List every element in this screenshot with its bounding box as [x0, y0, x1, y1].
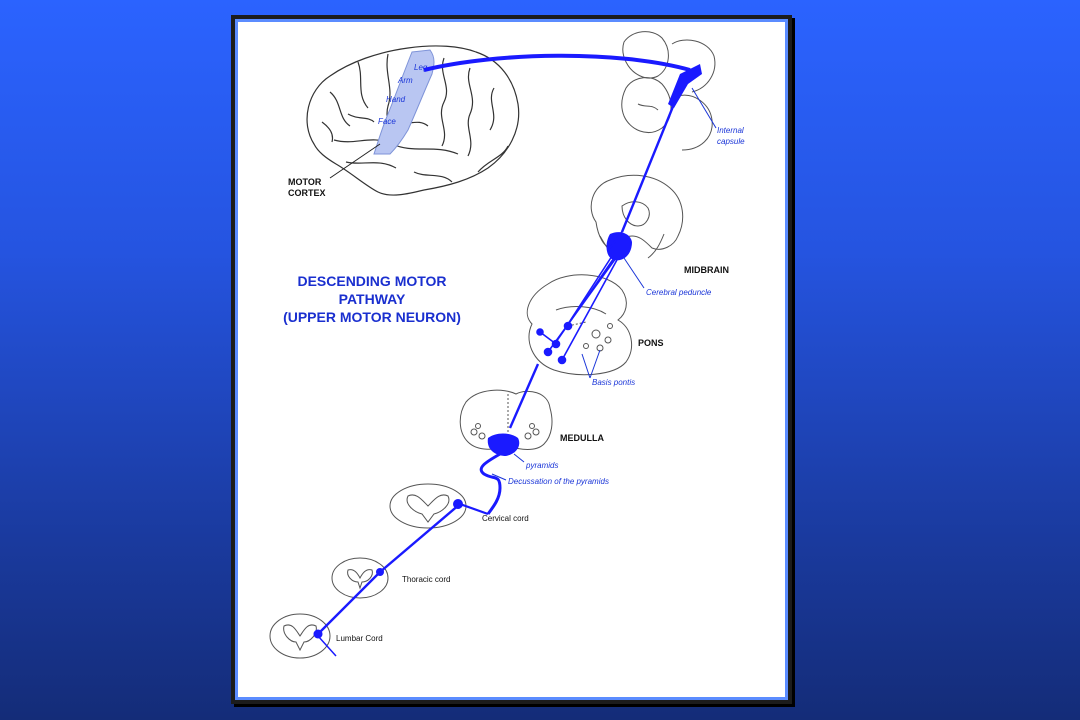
cerebral-peduncle-leader: [623, 257, 645, 289]
descending-pathway: [317, 53, 691, 635]
thoracic-cord-section: [331, 557, 389, 599]
pons-section: [526, 274, 633, 376]
motor-pathway-diagram: Leg Arm Hand Face MOTOR CORTEX I: [269, 31, 745, 659]
region-hand: Hand: [386, 95, 406, 104]
motor-cortex-label-line2: CORTEX: [288, 188, 326, 198]
brain-lateral-view: [306, 45, 520, 196]
internal-capsule-label-line2: capsule: [717, 137, 745, 146]
region-arm: Arm: [397, 76, 413, 85]
pons-fibers: [536, 255, 619, 365]
internal-capsule-section: [621, 31, 716, 151]
motor-cortex-leader: [329, 143, 381, 179]
region-leg: Leg: [414, 63, 428, 72]
decussation-fiber: [479, 452, 502, 515]
diagram-title-line2: PATHWAY: [339, 291, 406, 307]
diagram-title-line1: DESCENDING MOTOR: [297, 273, 446, 289]
slide-frame: Leg Arm Hand Face MOTOR CORTEX I: [231, 15, 792, 704]
internal-capsule-fiber: [668, 64, 702, 108]
internal-capsule-leader: [691, 87, 717, 129]
lumbar-cord-label: Lumbar Cord: [336, 634, 383, 643]
motor-strip-highlight: [373, 49, 435, 155]
midbrain-label: MIDBRAIN: [684, 265, 729, 275]
pyramids-fill: [487, 433, 520, 456]
decussation-label: Decussation of the pyramids: [508, 477, 609, 486]
pyramids-label: pyramids: [525, 461, 558, 470]
midbrain-section: [590, 174, 684, 259]
basis-pontis-leader-a: [581, 353, 591, 379]
diagram-paper: Leg Arm Hand Face MOTOR CORTEX I: [238, 22, 785, 697]
medulla-label: MEDULLA: [560, 433, 604, 443]
slide-border: Leg Arm Hand Face MOTOR CORTEX I: [235, 19, 788, 700]
cerebral-peduncle-fill: [606, 232, 632, 261]
motor-cortex-label-line1: MOTOR: [288, 177, 322, 187]
cerebral-peduncle-label: Cerebral peduncle: [646, 288, 712, 297]
medulla-section: [459, 389, 553, 450]
region-face: Face: [378, 117, 396, 126]
decussation-leader: [491, 473, 507, 481]
internal-capsule-label-line1: Internal: [717, 126, 744, 135]
cervical-cord-label: Cervical cord: [482, 514, 529, 523]
pons-label: PONS: [638, 338, 664, 348]
thoracic-cord-label: Thoracic cord: [402, 575, 450, 584]
lumbar-cord-section: [269, 613, 331, 659]
diagram-title-line3: (UPPER MOTOR NEURON): [283, 309, 461, 325]
pyramids-leader: [513, 453, 525, 463]
basis-pontis-leader-b: [589, 349, 601, 379]
basis-pontis-label: Basis pontis: [592, 378, 635, 387]
lumbar-output-line: [317, 635, 337, 657]
